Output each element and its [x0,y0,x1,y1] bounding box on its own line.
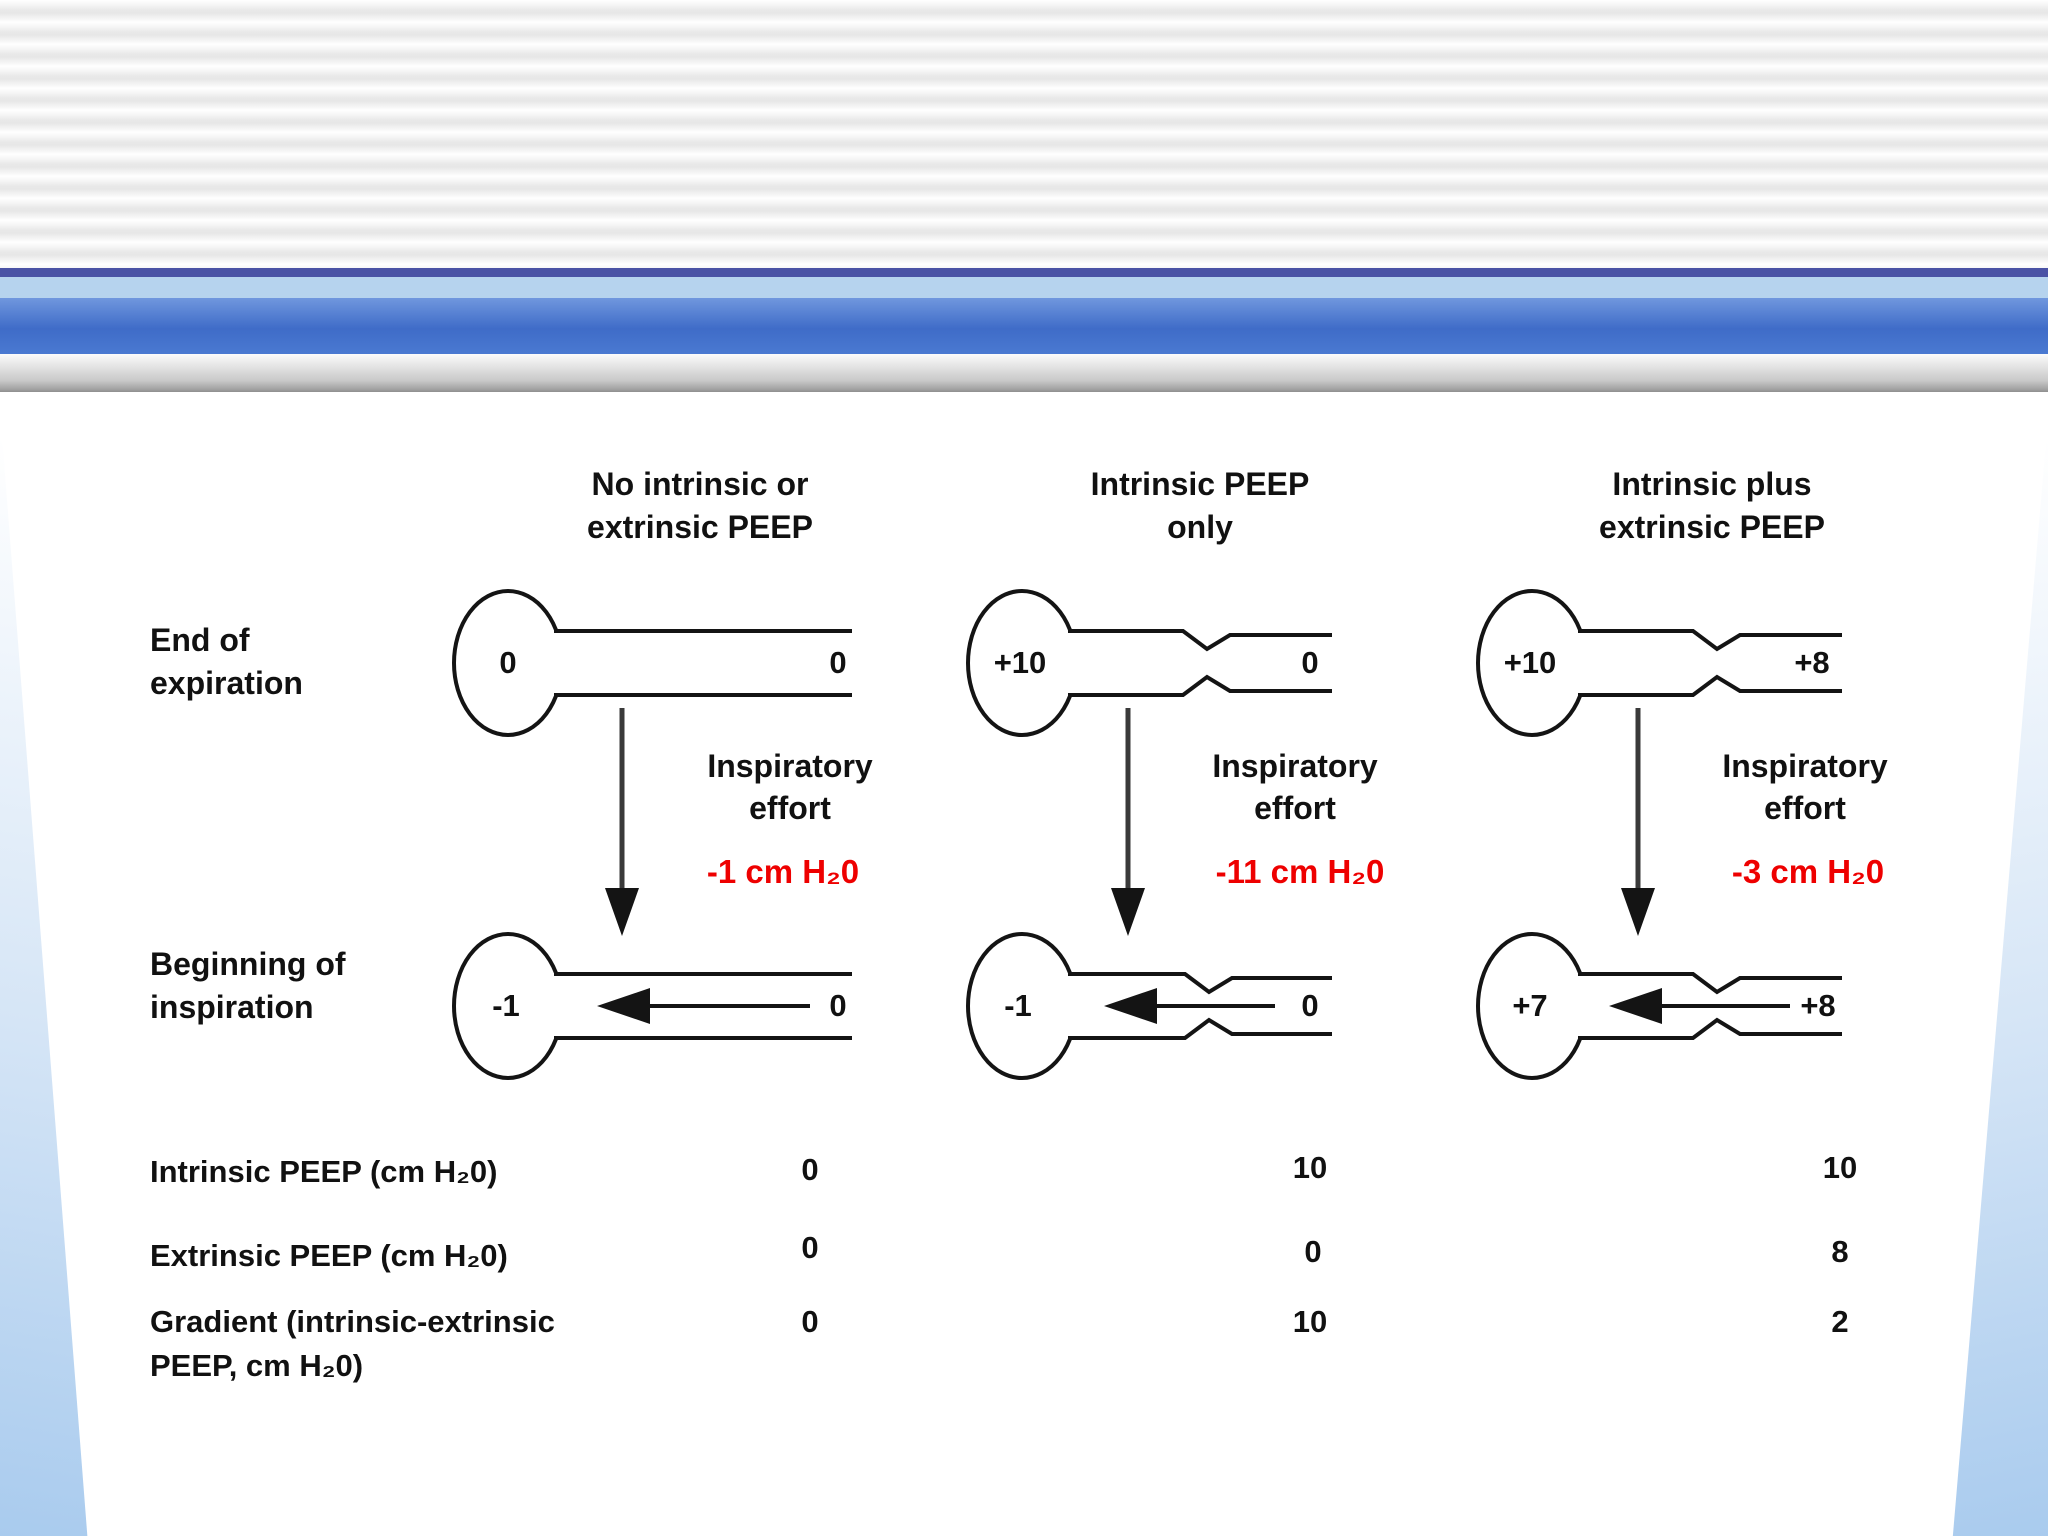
col2-expiration-airway-pressure: 0 [1301,645,1319,680]
airway-tube-top-notched [1578,972,1842,995]
col3-expiration-airway-pressure: +8 [1794,645,1830,680]
airway-tube-bottom-notched [1578,674,1842,697]
arrow-head [605,888,639,936]
airway-tube-bottom-notched [1068,674,1332,697]
airway-tube-bottom-notched [1068,1017,1332,1040]
arrow-head [1111,888,1145,936]
airway-tube-top-notched [1068,629,1332,652]
band-light-blue [0,277,2048,298]
table-intrinsic-col1: 0 [801,1152,819,1187]
airway-tube-top-notched [1578,629,1842,652]
col3-inspiration-alveolar-pressure: +7 [1512,988,1548,1023]
col2-begin-inspiration-lung [966,932,1332,1080]
table-intrinsic-col2: 10 [1292,1150,1328,1185]
col1-inspiratory-effort-label: Inspiratory effort [707,748,873,826]
tube-junction-mask [1024,633,1330,693]
col3-inspiratory-effort-label: Inspiratory effort [1722,748,1888,826]
col2-end-expiration-lung [966,589,1332,737]
col2-down-arrow [1111,708,1145,936]
col2-expiration-alveolar-pressure: +10 [993,645,1047,680]
row-label-end-of-expiration: End of expiration [150,622,303,701]
col1-inspiration-alveolar-pressure: -1 [492,988,520,1023]
col2-inspiration-airway-pressure: 0 [1301,988,1319,1023]
col2-inspiratory-effort-value: -11 cm H₂0 [1215,853,1385,890]
table-intrinsic-col3: 10 [1822,1150,1858,1185]
col3-end-expiration-lung [1476,589,1842,737]
inflow-arrow-head [1609,988,1662,1024]
airway-tube-top-notched [1068,972,1332,995]
col1-inspiration-airway-pressure: 0 [829,988,847,1023]
col1-inspiratory-effort-value: -1 cm H₂0 [706,853,860,890]
band-dark-blue [0,268,2048,277]
tube-junction-mask [1534,633,1840,693]
col1-begin-inspiration-lung [452,932,852,1080]
col3-inspiration-airway-pressure: +8 [1800,988,1836,1023]
table-gradient-col2: 10 [1292,1304,1328,1339]
inflow-arrow-head [1104,988,1157,1024]
table-extrinsic-col2: 0 [1304,1234,1322,1269]
column-header-no-peep: No intrinsic or extrinsic PEEP [587,466,813,545]
col3-expiration-alveolar-pressure: +10 [1503,645,1557,680]
top-stripes-decor [0,0,2048,268]
table-row-label-intrinsic-peep: Intrinsic PEEP (cm H₂0) [150,1154,498,1189]
table-row-label-gradient: Gradient (intrinsic-extrinsic PEEP, cm H… [150,1304,555,1383]
arrow-head [1621,888,1655,936]
col2-inspiration-alveolar-pressure: -1 [1004,988,1032,1023]
col1-expiration-airway-pressure: 0 [829,645,847,680]
col2-inspiratory-effort-label: Inspiratory effort [1212,748,1378,826]
col1-expiration-alveolar-pressure: 0 [499,645,517,680]
row-label-beginning-of-inspiration: Beginning of inspiration [150,946,346,1025]
table-gradient-col3: 2 [1831,1304,1849,1339]
col1-down-arrow [605,708,639,936]
col3-inspiratory-effort-value: -3 cm H₂0 [1731,853,1885,890]
col3-begin-inspiration-lung [1476,932,1842,1080]
inflow-arrow-head [597,988,650,1024]
band-gray-fade [0,354,2048,392]
airway-tube-bottom-notched [1578,1017,1842,1040]
column-header-intrinsic-plus-ext: Intrinsic plus extrinsic PEEP [1599,466,1825,545]
col1-end-expiration-lung [452,589,852,737]
table-extrinsic-col3: 8 [1831,1234,1849,1269]
table-row-label-extrinsic-peep: Extrinsic PEEP (cm H₂0) [150,1238,508,1273]
table-gradient-col1: 0 [801,1304,819,1339]
band-blue [0,298,2048,354]
table-extrinsic-col1: 0 [801,1230,819,1265]
tube-junction-mask [510,633,852,693]
column-header-intrinsic-only: Intrinsic PEEP only [1090,466,1310,545]
col3-down-arrow [1621,708,1655,936]
